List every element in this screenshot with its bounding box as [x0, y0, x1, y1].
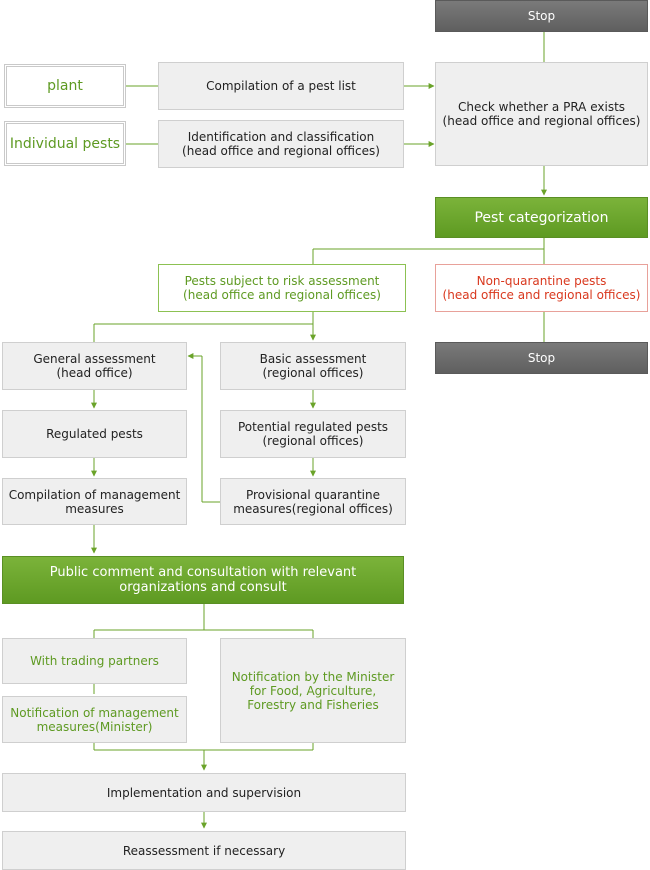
public-comment-box: Public comment and consultation with rel…	[2, 556, 404, 604]
plant-box: plant	[4, 64, 126, 108]
stop-mid: Stop	[435, 342, 648, 374]
reassessment-box: Reassessment if necessary	[2, 831, 406, 870]
pests-subject-box: Pests subject to risk assessment (head o…	[158, 264, 406, 312]
general-assessment-box: General assessment (head office)	[2, 342, 187, 390]
basic-assessment-box: Basic assessment (regional offices)	[220, 342, 406, 390]
trading-partners-box: With trading partners	[2, 638, 187, 684]
compilation-measures-box: Compilation of management measures	[2, 478, 187, 525]
check-pra-box: Check whether a PRA exists (head office …	[435, 62, 648, 166]
potential-regulated-box: Potential regulated pests (regional offi…	[220, 410, 406, 458]
pest-categorization-box: Pest categorization	[435, 197, 648, 238]
compilation-pest-list-box: Compilation of a pest list	[158, 62, 404, 110]
identification-box: Identification and classification (head …	[158, 120, 404, 168]
notification-measures-box: Notification of management measures(Mini…	[2, 696, 187, 743]
provisional-measures-box: Provisional quarantine measures(regional…	[220, 478, 406, 525]
individual-pests-box: Individual pests	[4, 121, 126, 166]
non-quarantine-box: Non-quarantine pests (head office and re…	[435, 264, 648, 312]
notification-minister-box: Notification by the Minister for Food, A…	[220, 638, 406, 743]
stop-top: Stop	[435, 0, 648, 32]
regulated-pests-box: Regulated pests	[2, 410, 187, 458]
implementation-box: Implementation and supervision	[2, 773, 406, 812]
